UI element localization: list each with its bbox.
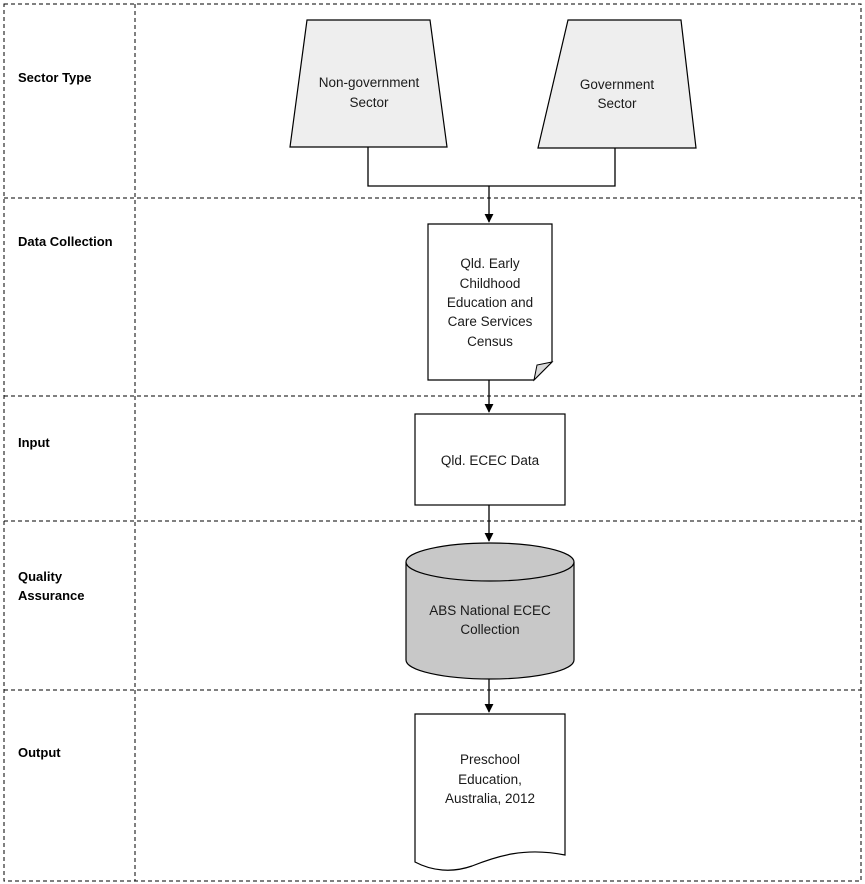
non-government-label-line1: Non-government xyxy=(319,75,420,90)
row-label-output: Output xyxy=(18,745,61,760)
non-government-label-line2: Sector xyxy=(349,95,389,110)
output-label-line3: Australia, 2012 xyxy=(445,791,535,806)
non-government-sector-node xyxy=(289,19,448,148)
census-label-line4: Care Services xyxy=(448,314,533,329)
sector-merge-line xyxy=(367,147,616,187)
output-label-line1: Preschool xyxy=(460,752,520,767)
swimlane-grid xyxy=(3,3,862,882)
output-label-line2: Education, xyxy=(458,772,522,787)
row-label-data-collection: Data Collection xyxy=(18,234,113,249)
abs-collection-label-line1: ABS National ECEC xyxy=(429,603,551,618)
row-label-assurance: Assurance xyxy=(18,588,84,603)
government-label-line1: Government xyxy=(580,77,655,92)
ecec-data-label: Qld. ECEC Data xyxy=(441,453,540,468)
ecec-data-node xyxy=(414,413,566,506)
connectors xyxy=(367,147,616,713)
abs-collection-label-line2: Collection xyxy=(460,622,519,637)
output-document-node xyxy=(414,713,566,871)
abs-collection-node xyxy=(405,542,575,680)
row-labels: Sector Type Data Collection Input Qualit… xyxy=(18,70,113,760)
census-label-line2: Childhood xyxy=(460,276,521,291)
government-sector-node xyxy=(537,19,697,149)
census-label-line3: Education and xyxy=(447,295,533,310)
folded-corner xyxy=(533,361,554,382)
row-label-sector-type: Sector Type xyxy=(18,70,91,85)
row-label-input: Input xyxy=(18,435,50,450)
government-label-line2: Sector xyxy=(597,96,637,111)
census-label-line1: Qld. Early xyxy=(460,256,520,271)
outer-border xyxy=(3,3,862,882)
census-label-line5: Census xyxy=(467,334,513,349)
row-label-quality: Quality xyxy=(18,569,63,584)
